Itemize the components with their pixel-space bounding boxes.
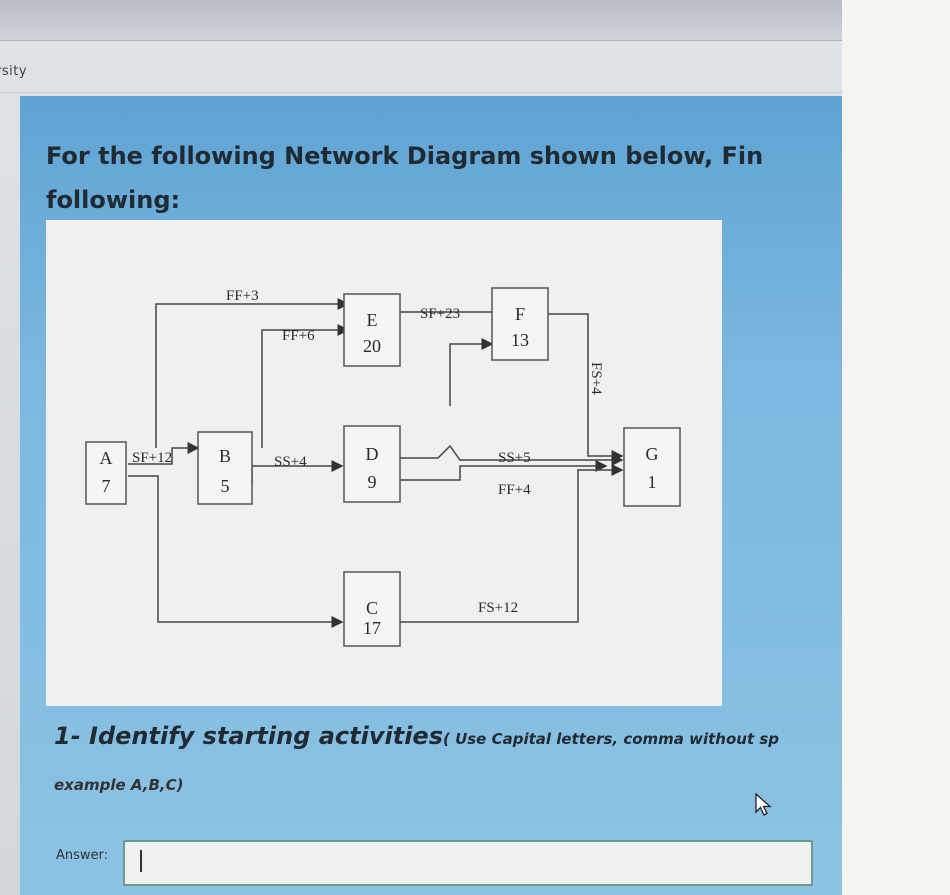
activity-f-id: F xyxy=(515,304,525,324)
activity-c-id: C xyxy=(366,598,378,618)
question-title-line2: following: xyxy=(46,186,181,214)
activity-a-box xyxy=(85,441,127,505)
activity-d-box xyxy=(343,425,401,503)
activity-g-duration: 1 xyxy=(648,472,657,492)
page-margin xyxy=(842,0,950,895)
question-item-text: 1- Identify starting activities xyxy=(54,722,443,750)
question-example: example A,B,C) xyxy=(54,776,184,794)
activity-b-id: B xyxy=(219,446,231,466)
activity-boxes xyxy=(85,287,681,647)
question-title-line1: For the following Network Diagram shown … xyxy=(46,142,764,170)
question-panel: For the following Network Diagram shown … xyxy=(20,96,842,895)
link-d-g-ff xyxy=(400,460,608,481)
link-label-e-f: SF+23 xyxy=(420,306,460,322)
mouse-pointer-icon xyxy=(755,793,772,816)
activity-d-duration: 9 xyxy=(368,472,377,492)
link-label-a-b: SF+12 xyxy=(132,450,172,466)
network-diagram: A 7 B 5 C 17 D 9 E 20 F 13 G 1 F xyxy=(46,220,722,706)
text-caret xyxy=(140,850,142,872)
activity-g-box xyxy=(623,427,681,507)
link-label-b-d: SS+4 xyxy=(274,454,307,470)
question-item-note: ( Use Capital letters, comma without sp xyxy=(443,730,780,748)
activity-f-box xyxy=(491,287,549,361)
activity-g-id: G xyxy=(646,444,659,464)
link-label-c-g: FS+12 xyxy=(478,600,518,616)
activity-e-id: E xyxy=(367,310,378,330)
activity-e-duration: 20 xyxy=(363,336,381,356)
link-label-b-e: FF+6 xyxy=(282,328,315,344)
activity-f-duration: 13 xyxy=(511,330,529,350)
link-a-e xyxy=(155,298,350,448)
activity-e-box xyxy=(343,293,401,367)
browser-top-bar xyxy=(0,0,842,41)
activity-b-box xyxy=(197,431,253,505)
divider xyxy=(0,92,842,93)
link-a-c xyxy=(128,475,344,628)
activity-c-box xyxy=(343,571,401,647)
link-b-e xyxy=(261,324,350,448)
activity-b-duration: 5 xyxy=(221,476,230,496)
activity-a-id: A xyxy=(100,448,113,468)
answer-label: Answer: xyxy=(56,848,109,863)
link-a-b xyxy=(128,442,200,465)
link-c-g xyxy=(400,464,624,623)
question-title: For the following Network Diagram shown … xyxy=(46,134,842,222)
screen: rsity For the following Network Diagram … xyxy=(0,0,842,895)
link-label-d-g-ss: SS+5 xyxy=(498,450,531,466)
link-label-f-g: FS+4 xyxy=(588,362,604,395)
network-diagram-svg: A 7 B 5 C 17 D 9 E 20 F 13 G 1 F xyxy=(85,287,681,647)
activity-c-duration: 17 xyxy=(363,618,381,638)
question-item: 1- Identify starting activities( Use Cap… xyxy=(54,722,842,750)
link-e-f xyxy=(449,338,494,406)
answer-input[interactable] xyxy=(123,840,813,886)
dependency-labels: FF+3 FF+6 SF+12 SS+4 SF+23 SS+5 FF+4 FS+… xyxy=(132,288,604,616)
activity-d-id: D xyxy=(366,444,379,464)
link-label-d-g-ff: FF+4 xyxy=(498,482,531,498)
activity-labels: A 7 B 5 C 17 D 9 E 20 F 13 G 1 xyxy=(100,304,659,638)
site-label: rsity xyxy=(0,64,28,79)
link-d-g-ss xyxy=(400,444,624,466)
link-label-a-e: FF+3 xyxy=(226,288,259,304)
link-f-g xyxy=(548,313,624,462)
activity-a-duration: 7 xyxy=(102,476,111,496)
